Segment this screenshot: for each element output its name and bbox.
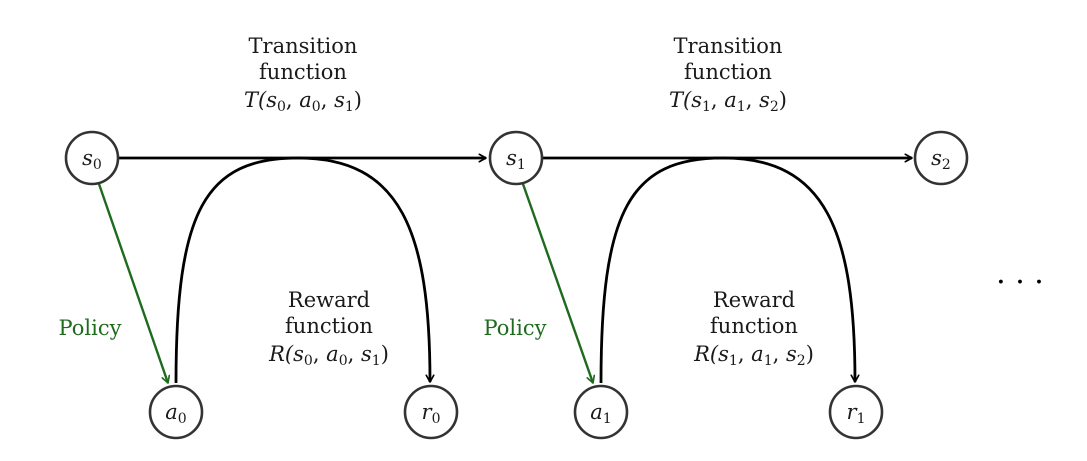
svg-text:s0: s0 [82,146,102,173]
continuation-ellipsis: · · · [996,265,1044,300]
reward-formula: R(s1, a1, s2) [693,342,814,369]
transition-title-line2: function [259,60,347,84]
svg-text:s2: s2 [931,146,951,173]
node-r1: r1 [828,384,884,440]
node-s2: s2 [913,130,969,186]
node-s1: s1 [488,130,544,186]
node-a0: a0 [148,384,204,440]
policy-label: Policy [59,316,122,340]
policy-arrow-1 [521,183,593,383]
reward-arc-0 [174,156,430,384]
reward-title-line1: Reward [288,288,370,312]
reward-title-line2: function [710,314,798,338]
transition-formula: T(s0, a0, s1) [244,88,362,115]
transition-title-line1: Transition [249,34,358,58]
node-s0: s0 [64,130,120,186]
transition-label-1: Transition function T(s1, a1, s2) [669,34,787,115]
node-a1: a1 [573,384,629,440]
reward-title-line1: Reward [713,288,795,312]
reward-label-1: Reward function R(s1, a1, s2) [693,288,814,369]
svg-text:r1: r1 [847,400,866,427]
policy-label: Policy [484,316,547,340]
reward-label-0: Reward function R(s0, a0, s1) [268,288,389,369]
policy-arrow-0 [97,183,168,383]
node-r0: r0 [403,384,459,440]
svg-text:a1: a1 [590,400,611,427]
reward-arc-1 [599,156,855,384]
transition-title-line2: function [684,60,772,84]
transition-title-line1: Transition [674,34,783,58]
svg-text:s1: s1 [506,146,526,173]
svg-text:a0: a0 [165,400,186,427]
svg-text:r0: r0 [422,400,441,427]
reward-title-line2: function [285,314,373,338]
reward-formula: R(s0, a0, s1) [268,342,389,369]
transition-label-0: Transition function T(s0, a0, s1) [244,34,362,115]
transition-formula: T(s1, a1, s2) [669,88,787,115]
